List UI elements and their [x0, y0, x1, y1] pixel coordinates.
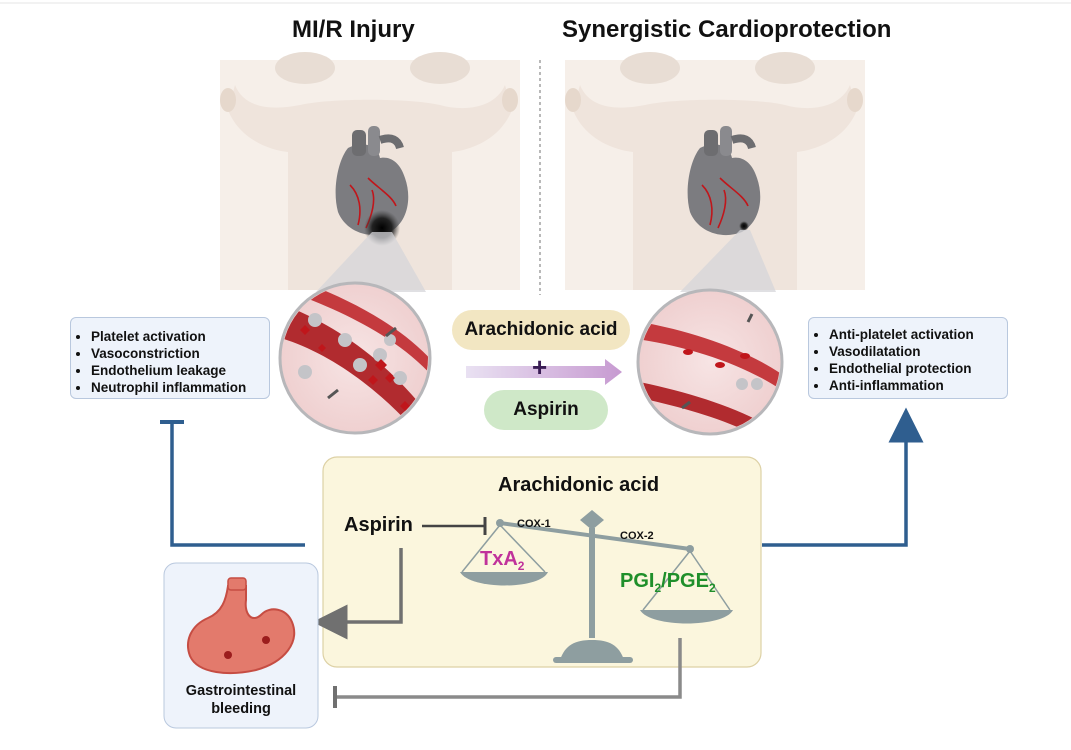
pgi-sub: 2	[654, 581, 662, 595]
injury-effects-list: Platelet activationVasoconstrictionEndot…	[71, 328, 269, 396]
arachidonic-acid-pill: Arachidonic acid	[452, 310, 630, 350]
injury-effect-item: Neutrophil inflammation	[91, 379, 269, 396]
injury-effects-box: Platelet activationVasoconstrictionEndot…	[70, 317, 270, 399]
pge-sub: 2	[708, 581, 716, 595]
balance-scale	[460, 510, 733, 663]
injury-effect-item: Platelet activation	[91, 328, 269, 345]
right-magnifier-cone	[680, 230, 776, 292]
injury-effect-item: Endothelium leakage	[91, 362, 269, 379]
gi-bleeding-label: Gastrointestinal bleeding	[164, 682, 318, 718]
title-mir-injury: MI/R Injury	[292, 16, 415, 43]
mechanism-aspirin-label: Aspirin	[344, 514, 413, 536]
left-vessel-zoom	[278, 281, 432, 435]
pgi2-pge2-label: PGI2/PGE2	[620, 570, 716, 595]
inhibit-path-injury	[170, 423, 305, 547]
gi-bleeding-line2: bleeding	[211, 701, 271, 717]
title-synergistic-cardioprotection: Synergistic Cardioprotection	[562, 16, 892, 43]
aspirin-pill: Aspirin	[484, 390, 608, 430]
right-vessel-zoom	[636, 288, 784, 436]
gi-bleeding-line1: Gastrointestinal	[185, 683, 297, 699]
plus-sign: +	[532, 352, 548, 382]
cox1-label: COX-1	[517, 518, 551, 530]
pge-base: /PGE	[661, 570, 709, 592]
txa2-sub: 2	[517, 559, 525, 573]
protection-effect-item: Anti-platelet activation	[829, 326, 1007, 343]
mechanism-title: Arachidonic acid	[498, 474, 660, 496]
cox2-label: COX-2	[620, 530, 654, 542]
injury-effect-item: Vasoconstriction	[91, 345, 269, 362]
pgi-base: PGI	[620, 570, 655, 592]
protection-effect-item: Anti-inflammation	[829, 377, 1007, 394]
protection-effects-list: Anti-platelet activationVasodilatationEn…	[809, 326, 1007, 394]
pgi-inhibit-bleeding-path	[336, 638, 682, 699]
txa2-base: TxA	[480, 548, 518, 570]
right-heart	[687, 126, 761, 236]
combination-arrow	[466, 359, 622, 385]
txa2-label: TxA2	[480, 548, 524, 573]
protection-effect-item: Endothelial protection	[829, 360, 1007, 377]
stomach-icon	[187, 577, 296, 675]
aspirin-to-bleeding-arrow	[312, 548, 403, 640]
activation-arrow-protection	[762, 407, 924, 547]
left-magnifier-cone	[316, 232, 426, 292]
protection-effect-item: Vasodilatation	[829, 343, 1007, 360]
protection-effects-box: Anti-platelet activationVasodilatationEn…	[808, 317, 1008, 399]
